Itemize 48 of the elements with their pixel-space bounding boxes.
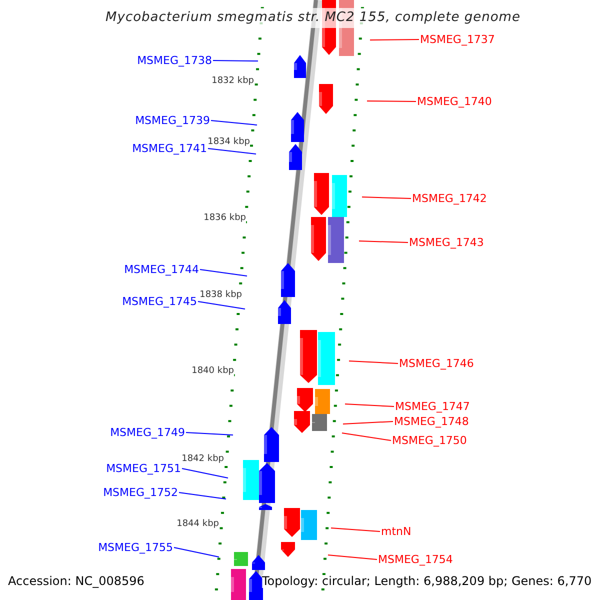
genome-info-text: Topology: circular; Length: 6,988,209 bp; Genes: 6,770 [262,575,592,588]
accession-text: Accession: NC_008596 [8,575,144,588]
leader-line [182,468,228,478]
gene-label: MSMEG_1743 [409,236,484,249]
scale-label: 1842 kbp [182,454,224,465]
gene-label: mtnN [381,525,412,538]
gene-label: MSMEG_1750 [392,434,467,447]
leader-line [348,360,398,364]
scale-label: 1844 kbp [176,519,219,530]
leader-line [366,100,416,102]
scale-label: 1832 kbp [212,76,254,87]
gene-label: MSMEG_1738 [137,54,212,67]
scale-label: 1836 kbp [204,213,246,224]
leader-line [174,547,220,558]
scale-label: 1840 kbp [192,366,234,377]
leader-line [330,528,380,532]
leader-line [208,148,256,154]
gene-label: MSMEG_1742 [412,192,487,205]
leader-line [344,404,394,407]
leader-line [328,554,378,560]
gene-label: MSMEG_1748 [394,415,469,428]
gene-label: MSMEG_1739 [135,114,210,127]
gene-label: MSMEG_1751 [106,462,181,475]
gene-label: MSMEG_1746 [399,357,474,370]
title: Mycobacterium smegmatis str. MC2 155, complete genome [106,10,520,25]
leader-line [358,240,408,243]
gene-label: MSMEG_1747 [395,400,470,413]
gene-label: MSMEG_1740 [417,95,492,108]
leader-line [186,432,234,436]
leader-line [342,432,392,441]
gene-label: MSMEG_1754 [378,553,453,566]
leader-line [200,269,248,276]
leader-line [198,301,246,310]
gene-label: MSMEG_1749 [110,426,185,439]
gene-label: MSMEG_1737 [420,33,495,46]
scale-label: 1834 kbp [208,137,250,148]
leader-line [212,60,258,62]
gene-label: MSMEG_1752 [103,486,178,499]
leader-line [362,196,412,199]
leader-line [342,421,394,424]
leader-line [210,120,258,126]
gene-label: MSMEG_1744 [124,263,199,276]
gene-label: MSMEG_1741 [132,142,207,155]
scale-label: 1838 kbp [200,290,242,301]
gene-label: MSMEG_1755 [98,541,173,554]
gene-label: MSMEG_1745 [122,295,197,308]
leader-line [370,39,420,40]
leader-line [178,492,226,500]
